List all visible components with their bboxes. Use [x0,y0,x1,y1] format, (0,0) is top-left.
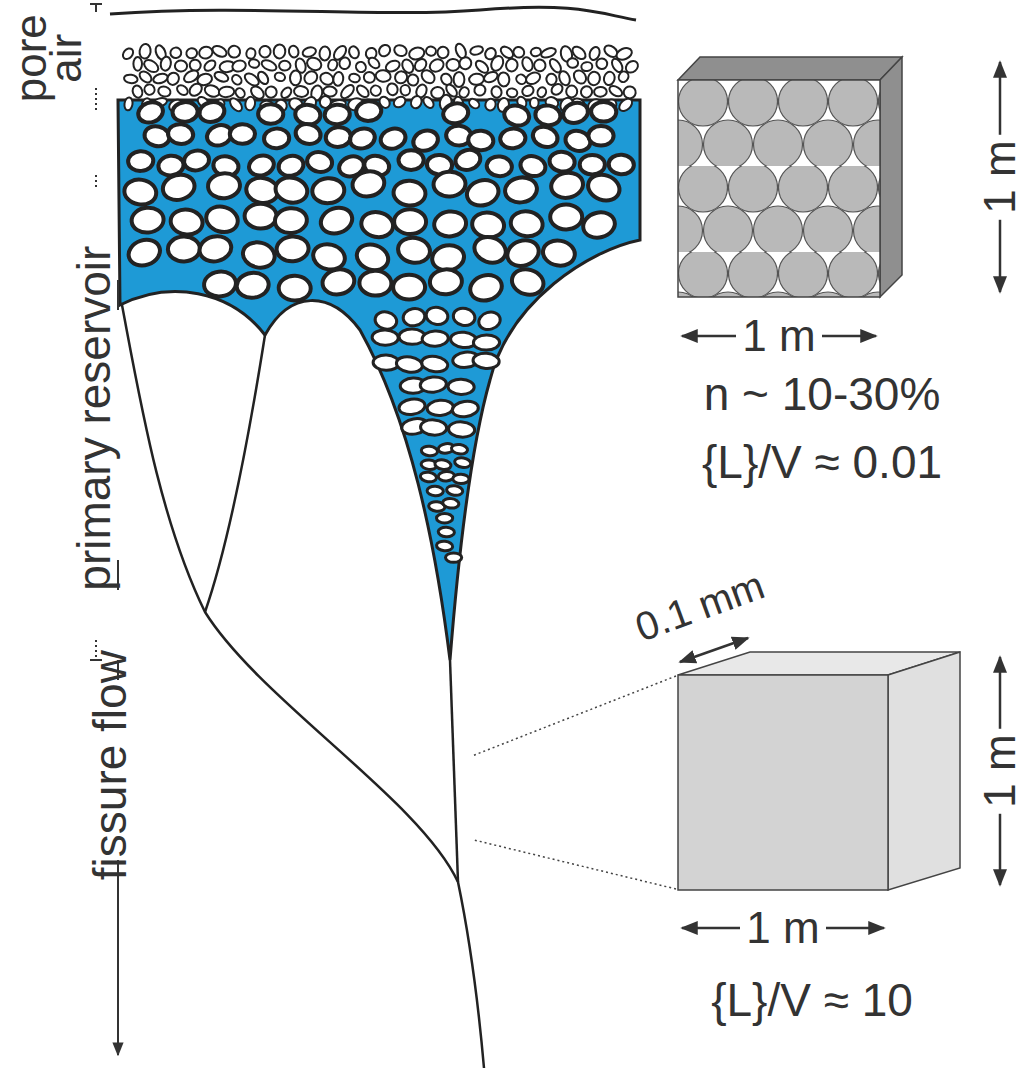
fissure-cube [678,652,960,890]
ratio-value: {L}/V ≈ 10 [711,976,913,1024]
porosity-value: n ~ 10-30% [704,370,941,418]
dimension: 1 m [740,905,825,951]
water-zone [118,100,640,660]
zone-label: pore air [13,3,83,113]
dimension: 1 m [736,313,821,359]
pebbles [121,42,640,562]
porous-cube [678,57,902,297]
dimension: 1 m [977,134,1023,219]
ground-line [110,7,636,20]
zone-label: fissure flow [86,650,134,880]
zoom-lines [472,676,676,889]
dimension: 0.1 mm [630,563,770,648]
dimension: 1 m [977,728,1023,813]
fissures [122,305,484,1068]
zone-label: primary reservoir [71,245,119,590]
ratio-value: {L}/V ≈ 0.01 [702,438,942,486]
